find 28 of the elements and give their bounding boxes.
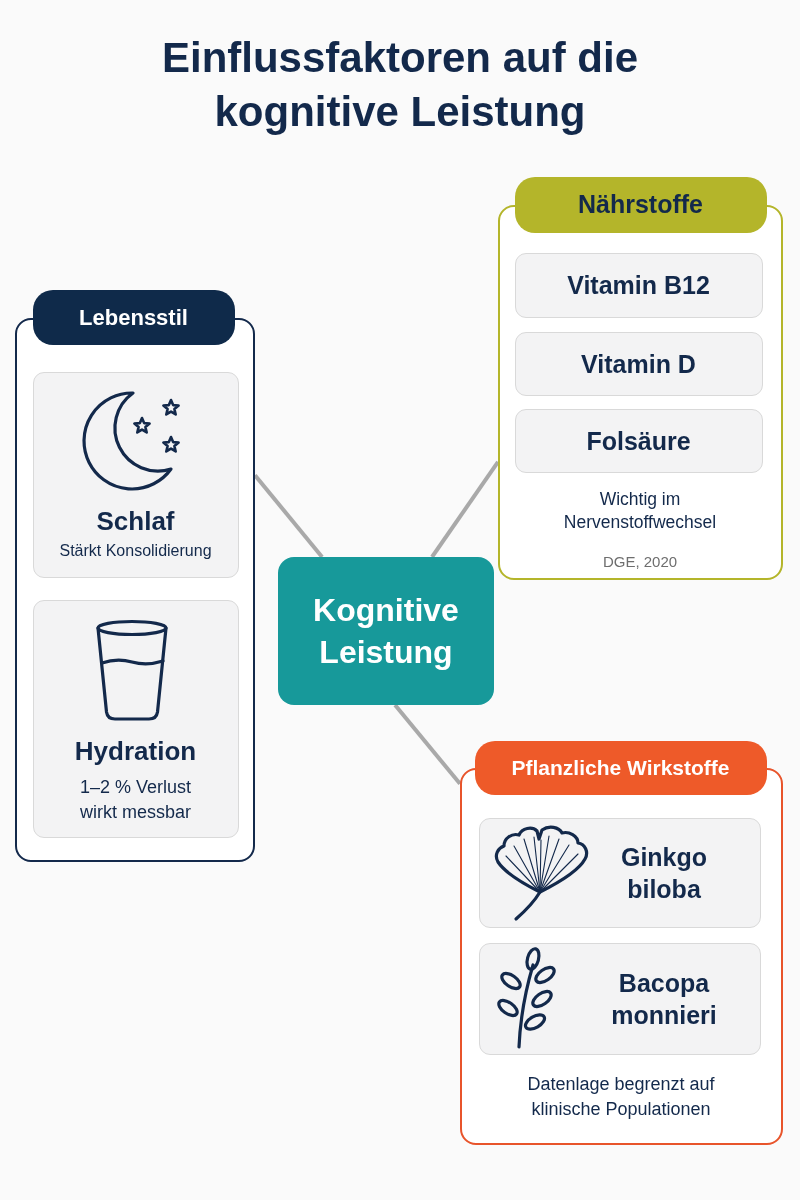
- panel-note: Datenlage begrenzt auf klinische Populationen: [526, 1073, 716, 1121]
- diagram-title: Einflussfaktoren auf die kognitive Leistung: [160, 33, 640, 137]
- nutrient-card: [514, 408, 763, 473]
- factor-description: 1–2 % Verlust wirkt messbar: [78, 775, 193, 824]
- central-topic-box: [278, 557, 494, 705]
- plant-name: Bacopa monnieri: [610, 967, 718, 1031]
- category-heading: Lebensstil: [32, 290, 235, 345]
- source-citation: DGE, 2020: [601, 551, 679, 572]
- nutrient-name: Vitamin D: [581, 348, 696, 379]
- plant-name: Ginkgo biloba: [619, 841, 709, 905]
- factor-description: Stärkt Konsolidierung: [58, 541, 213, 561]
- nutrient-name: Vitamin B12: [567, 270, 710, 300]
- connector-line: [253, 473, 324, 559]
- category-heading: Pflanzliche Wirkstoffe: [474, 740, 767, 795]
- connector-line: [393, 703, 462, 786]
- plant-card: [478, 817, 761, 928]
- nutrient-card: [514, 252, 763, 318]
- panel-note: Wichtig im Nervenstoffwechsel: [562, 488, 718, 534]
- plant-card: [478, 942, 761, 1055]
- nutrient-card: [514, 331, 763, 396]
- factor-title: Schlaf: [96, 506, 175, 536]
- factor-card: [32, 371, 239, 578]
- nutrient-name: Folsäure: [586, 425, 691, 456]
- factor-card: [32, 599, 239, 838]
- category-heading: Nährstoffe: [514, 176, 767, 233]
- factor-title: Hydration: [74, 736, 197, 766]
- connector-line: [430, 460, 500, 559]
- topic-label: Kognitive Leistung: [312, 591, 460, 672]
